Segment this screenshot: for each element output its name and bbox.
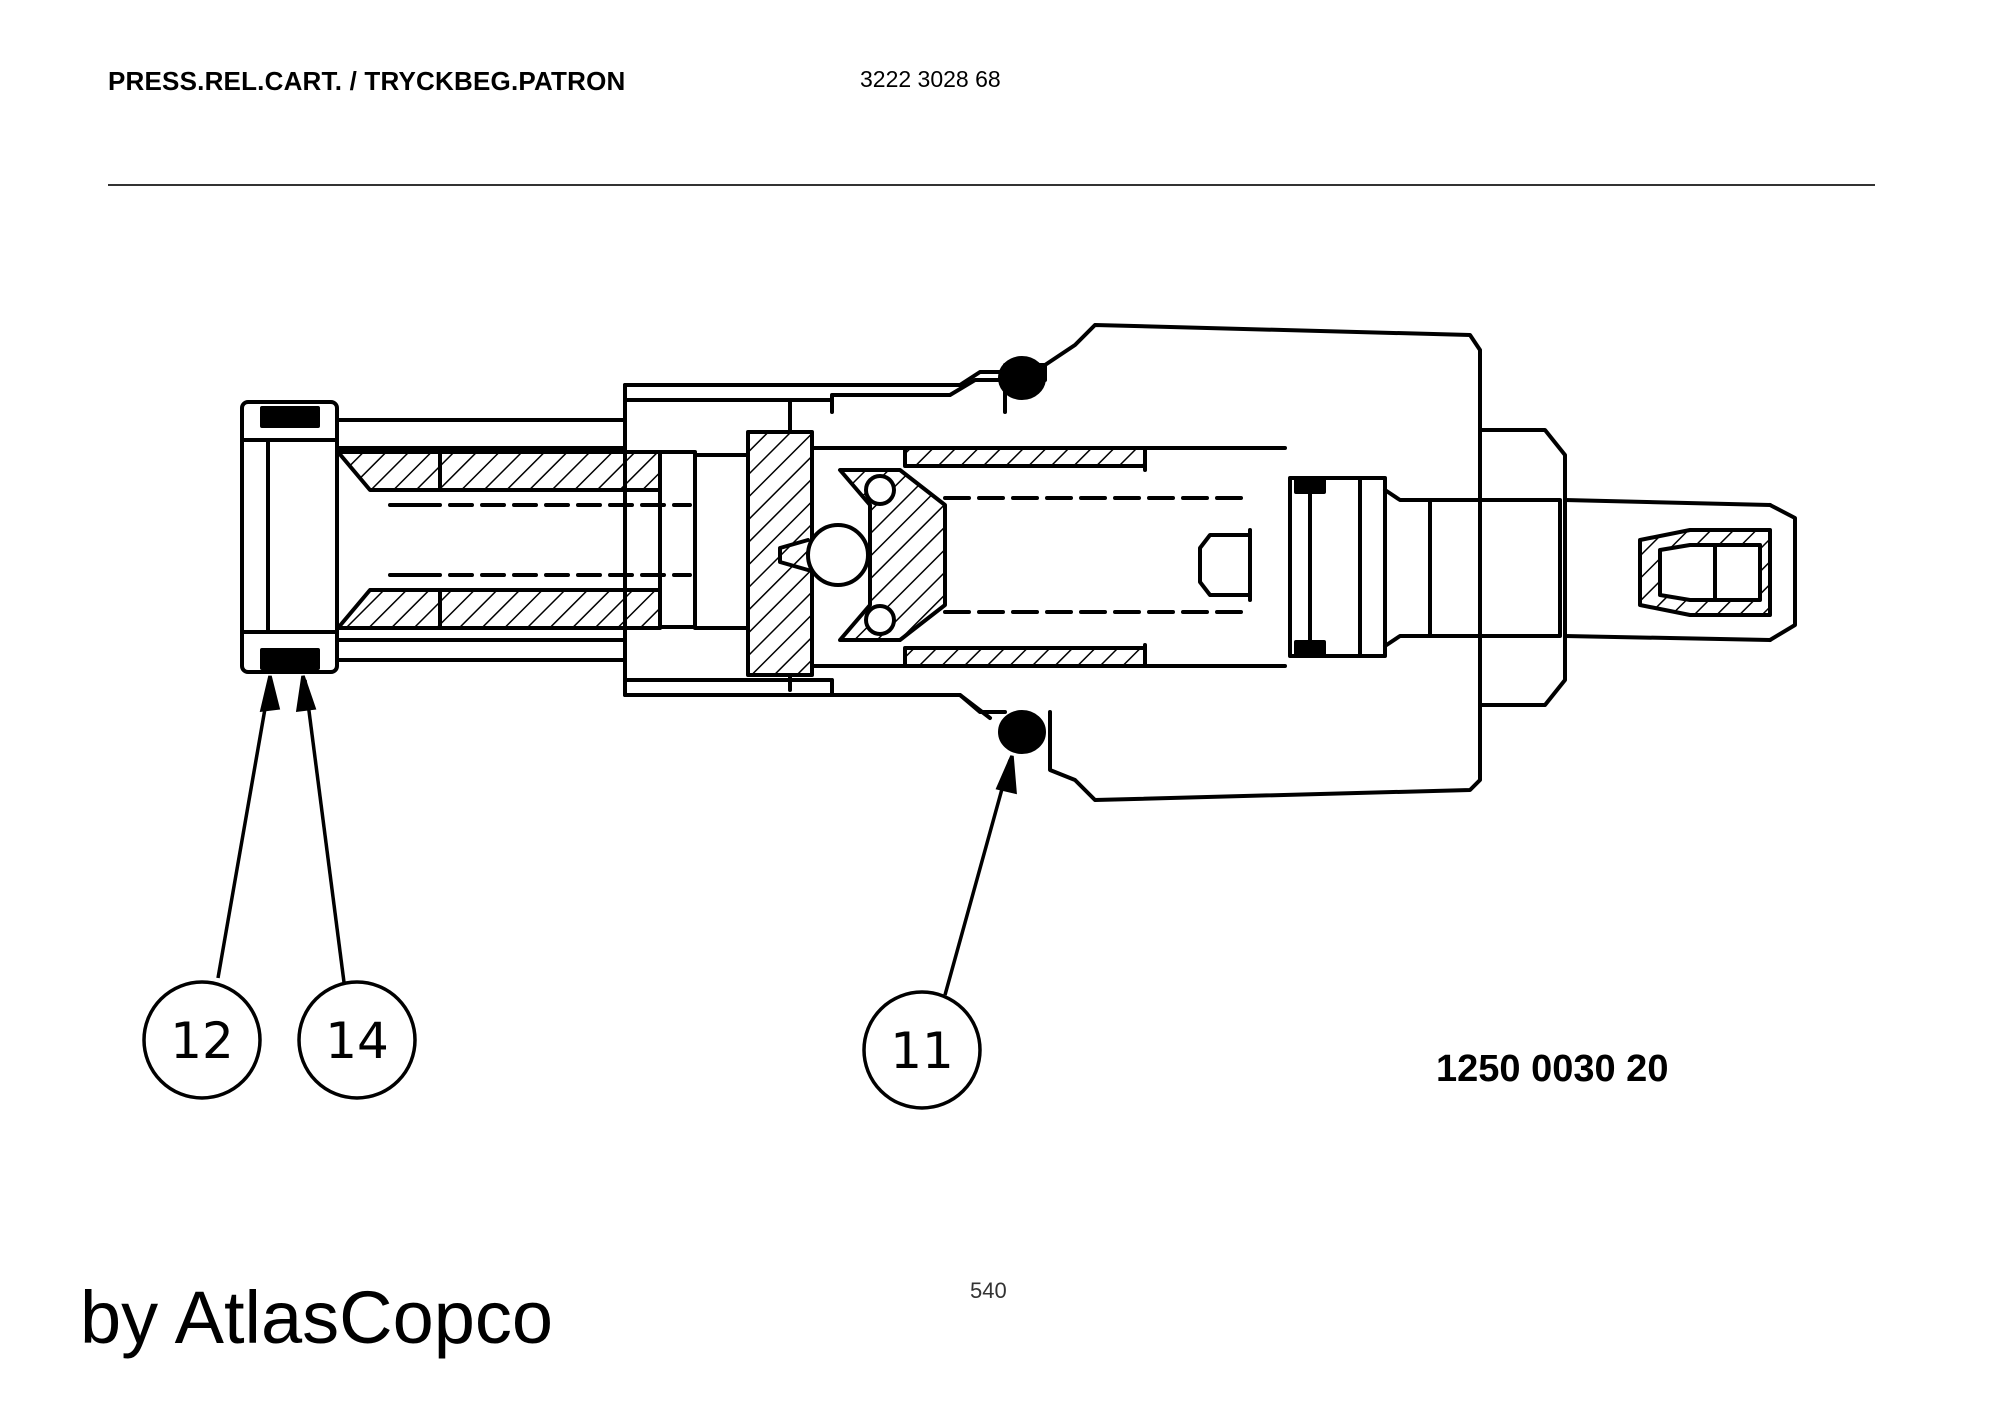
drawing-part-number: 1250 0030 20	[1436, 1048, 1669, 1090]
tube-body	[335, 370, 1007, 714]
header-number: 3222 3028 68	[860, 66, 1001, 92]
end-cap	[240, 400, 339, 674]
svg-text:14: 14	[325, 1012, 389, 1070]
svg-text:12: 12	[170, 1012, 234, 1070]
header-rule	[108, 184, 1875, 186]
outer-housing	[830, 323, 1482, 802]
o-ring-lower	[998, 710, 1046, 754]
spring-housing	[810, 446, 1287, 668]
watermark: by AtlasCopco	[80, 1276, 554, 1359]
lock-nut	[1478, 428, 1567, 707]
valve-seat	[336, 450, 697, 630]
piston	[838, 468, 947, 642]
page-number: 540	[970, 1278, 1007, 1303]
callout-11: 11	[862, 990, 982, 1110]
adjusting-screw	[1383, 488, 1797, 648]
o-ring-upper	[998, 356, 1046, 400]
callout-12: 12	[142, 980, 262, 1100]
leader-lines	[216, 675, 1017, 996]
adjuster-block	[1198, 476, 1387, 658]
callout-14: 14	[297, 980, 417, 1100]
svg-text:11: 11	[890, 1022, 954, 1080]
header-title: PRESS.REL.CART. / TRYCKBEG.PATRON	[108, 66, 626, 96]
